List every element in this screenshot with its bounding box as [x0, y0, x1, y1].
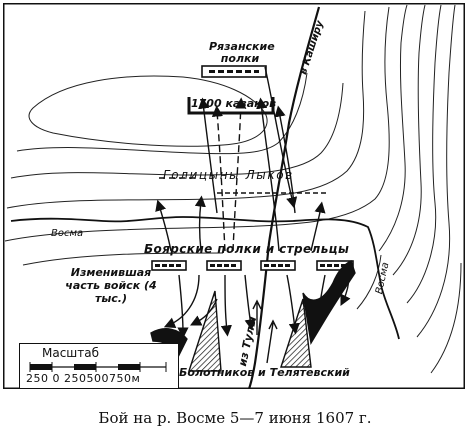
label-traitors: Изменившая часть войск (4 тыс.) [65, 266, 157, 305]
map-caption: Бой на р. Восме 5—7 июня 1607 г. [98, 409, 372, 427]
label-vosma-left: Восма [51, 228, 84, 239]
scale-bar [29, 362, 167, 372]
wedge-arrows [252, 299, 278, 364]
label-kazaks: 1700 казаков [191, 97, 277, 110]
road-kashira-tula [247, 6, 321, 389]
scale-ticks: 250 0 250500750м [26, 372, 141, 385]
label-golitsyn: Голицыны Лыков [163, 168, 294, 182]
map-border [3, 3, 465, 389]
bolotnikov-wedges [150, 260, 356, 372]
label-ryazan: Рязанские полки [209, 40, 275, 65]
scale-legend: Масштаб 250 0 250500750м [19, 343, 179, 389]
label-bolotnikov: Болотников и Телятевский [179, 366, 350, 379]
advance-arrows [155, 66, 326, 252]
scale-title: Масштаб [42, 346, 100, 360]
vosma-river [10, 216, 400, 340]
map-drawing [3, 3, 465, 389]
contour-lines [4, 4, 462, 374]
battle-map: Рязанские полки 1700 казаков в Каширу Го… [3, 3, 465, 389]
label-boyar: Боярские полки и стрельцы [144, 242, 350, 256]
